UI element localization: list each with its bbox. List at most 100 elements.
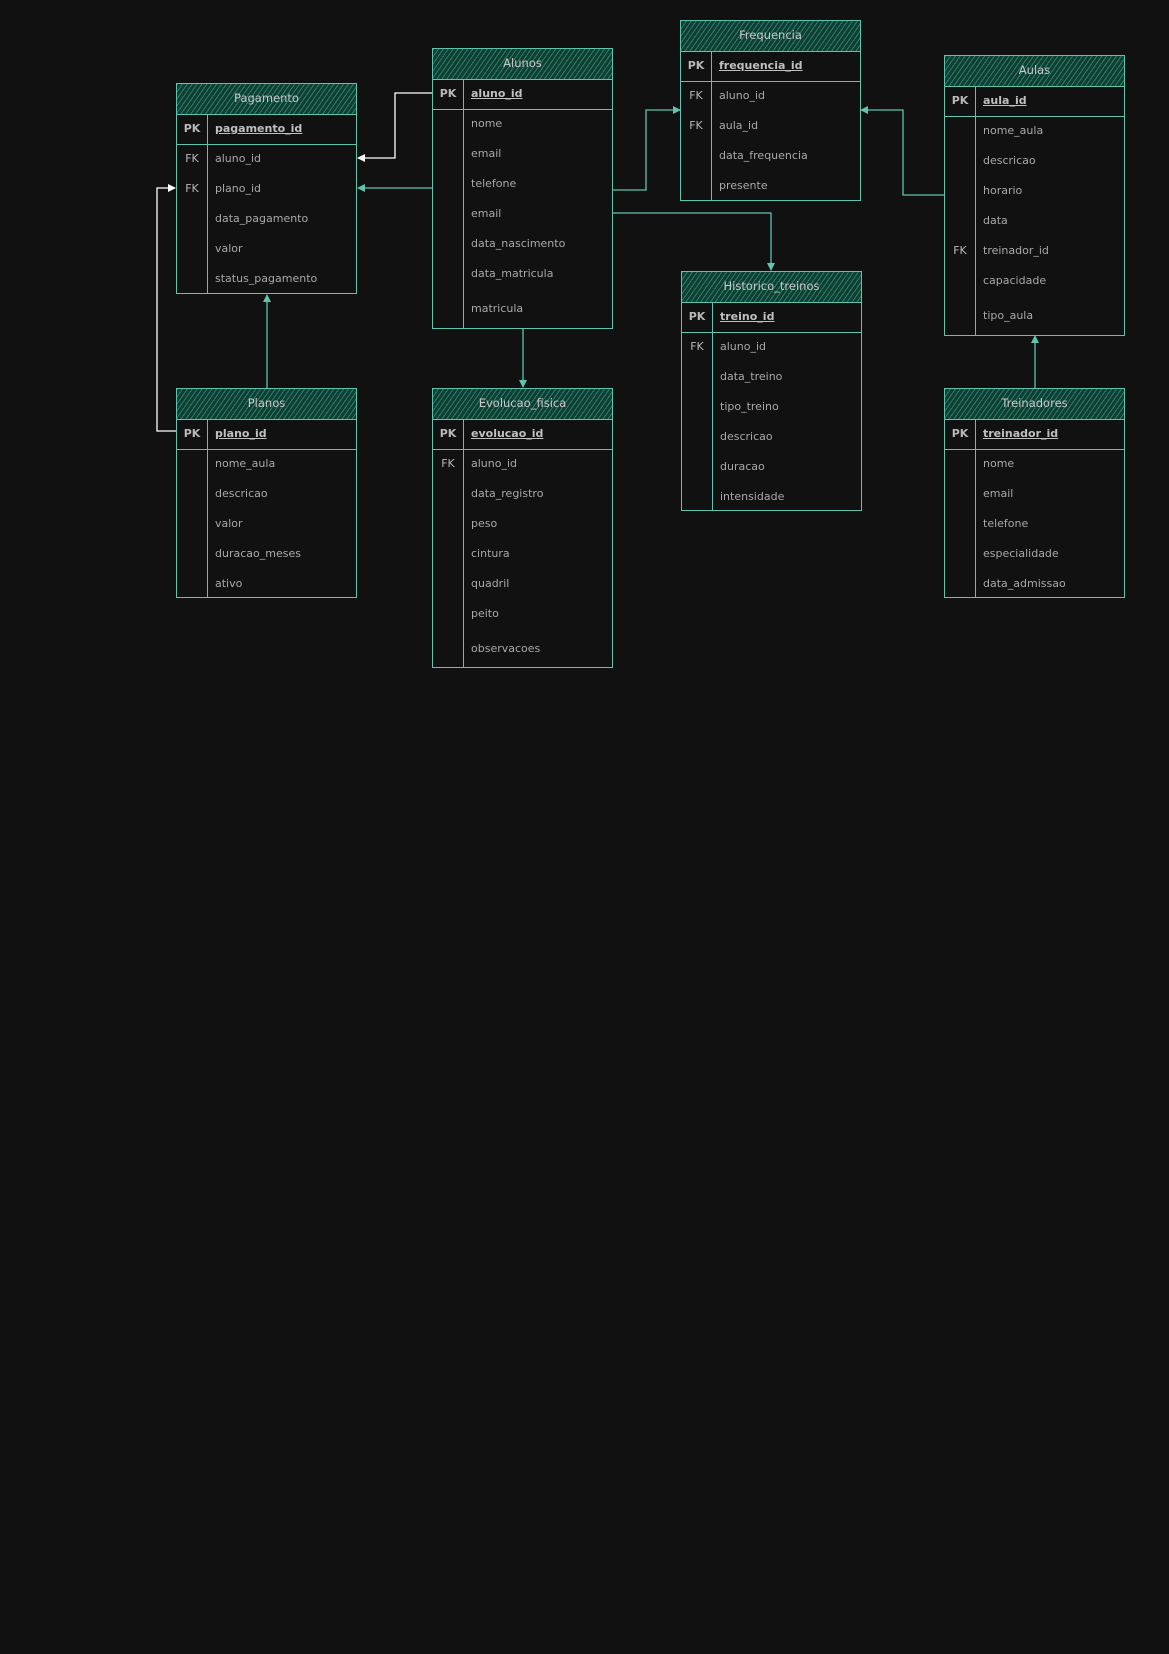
field-name: aluno_id	[471, 87, 523, 100]
field-name: nome	[983, 457, 1015, 470]
table-row: descricao	[945, 146, 1124, 176]
table-row: email	[433, 199, 612, 229]
key-column-divider	[207, 419, 208, 597]
key-label: PK	[951, 427, 969, 440]
key-label: FK	[690, 340, 704, 353]
field-name: evolucao_id	[471, 427, 544, 440]
table-row: data_nascimento	[433, 229, 612, 259]
table-row: nome_aula	[177, 449, 356, 479]
field-name: email	[471, 147, 502, 160]
field-name: nome	[471, 117, 503, 130]
table-row: duracao	[682, 452, 861, 482]
key-column-divider	[463, 419, 464, 667]
pk-separator	[433, 109, 612, 110]
key-label: PK	[688, 310, 706, 323]
field-name: frequencia_id	[719, 59, 803, 72]
field-name: tipo_treino	[720, 400, 779, 413]
table-row: data_registro	[433, 479, 612, 509]
field-name: especialidade	[983, 547, 1059, 560]
field-name: observacoes	[471, 642, 541, 655]
table-row: status_pagamento	[177, 264, 356, 294]
table-row: descricao	[177, 479, 356, 509]
table-row: presente	[681, 171, 860, 201]
table-row: data_pagamento	[177, 204, 356, 234]
field-name: peito	[471, 607, 499, 620]
table-row: peso	[433, 509, 612, 539]
key-label: FK	[689, 89, 703, 102]
table-title: Historico_treinos	[682, 272, 861, 303]
table-title: Frequencia	[681, 21, 860, 52]
pk-separator	[177, 144, 356, 145]
field-name: quadril	[471, 577, 510, 590]
field-name: data_treino	[720, 370, 783, 383]
table-row: tipo_treino	[682, 392, 861, 422]
pk-separator	[945, 449, 1124, 450]
table-row: data_frequencia	[681, 141, 860, 171]
key-label: PK	[183, 427, 201, 440]
pk-separator	[433, 449, 612, 450]
field-name: data_admissao	[983, 577, 1066, 590]
table-row: nome_aula	[945, 116, 1124, 146]
field-name: treino_id	[720, 310, 775, 323]
table-title: Evolucao_fisica	[433, 389, 612, 420]
field-name: capacidade	[983, 274, 1047, 287]
table-row: data	[945, 206, 1124, 236]
field-name: pagamento_id	[215, 122, 303, 135]
pk-separator	[177, 449, 356, 450]
key-label: FK	[441, 457, 455, 470]
field-name: tipo_aula	[983, 309, 1034, 322]
key-label: PK	[439, 427, 457, 440]
field-name: telefone	[471, 177, 517, 190]
key-column-divider	[975, 86, 976, 335]
table-row: quadril	[433, 569, 612, 599]
connector-alunos-historico	[613, 212, 775, 271]
table-row: data_matricula	[433, 259, 612, 289]
field-name: cintura	[471, 547, 510, 560]
field-name: telefone	[983, 517, 1029, 530]
field-name: treinador_id	[983, 427, 1059, 440]
table-row: PK evolucao_id	[433, 419, 612, 449]
field-name: nome_aula	[215, 457, 276, 470]
table-evolucao-fisica[interactable]: Evolucao_fisica PK evolucao_id FK aluno_id…	[432, 388, 613, 668]
field-name: plano_id	[215, 182, 262, 195]
table-row: FK aluno_id	[681, 81, 860, 111]
field-name: data_pagamento	[215, 212, 309, 225]
field-name: duracao	[720, 460, 765, 473]
table-row: PK treinador_id	[945, 419, 1124, 449]
connector-aulas-frequencia	[860, 106, 944, 196]
table-row: valor	[177, 509, 356, 539]
table-title: Alunos	[433, 49, 612, 80]
table-title: Treinadores	[945, 389, 1124, 420]
key-column-divider	[463, 79, 464, 328]
field-name: aluno_id	[719, 89, 766, 102]
field-name: descricao	[720, 430, 773, 443]
field-name: matricula	[471, 302, 524, 315]
table-row: telefone	[945, 509, 1124, 539]
field-name: status_pagamento	[215, 272, 318, 285]
field-name: intensidade	[720, 490, 785, 503]
table-row: tipo_aula	[945, 301, 1124, 331]
table-row: matricula	[433, 294, 612, 324]
table-title: Aulas	[945, 56, 1124, 87]
connector-planos-pagamento-plano	[156, 184, 176, 432]
field-name: aluno_id	[471, 457, 518, 470]
pk-separator	[681, 81, 860, 82]
field-name: horario	[983, 184, 1023, 197]
table-row: data_admissao	[945, 569, 1124, 599]
field-name: presente	[719, 179, 768, 192]
table-row: descricao	[682, 422, 861, 452]
